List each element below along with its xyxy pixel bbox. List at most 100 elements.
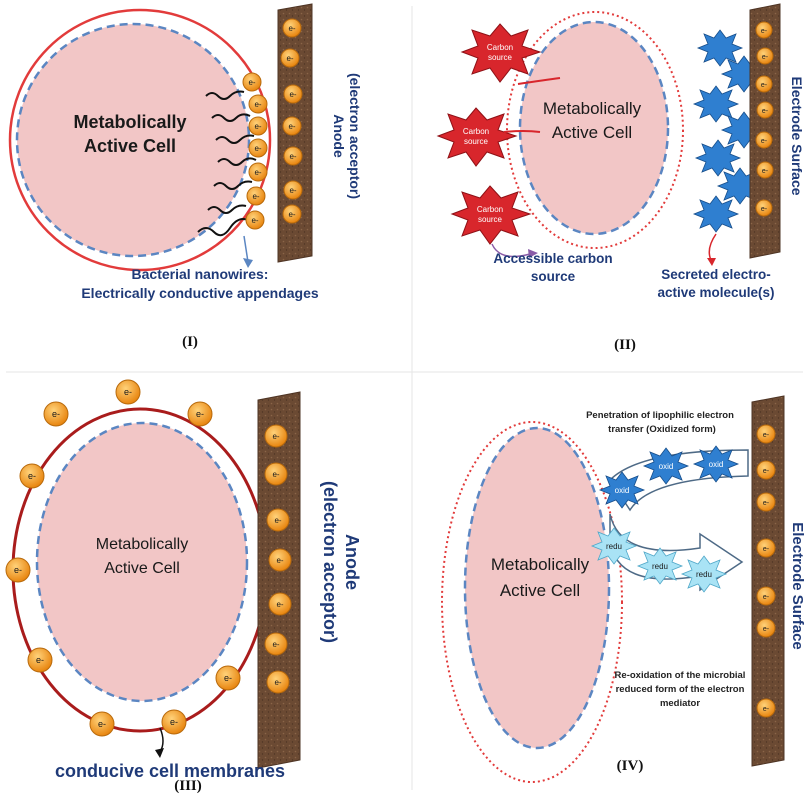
cell-label-line1: Metabolically <box>96 536 188 553</box>
carbon-flow-arrow <box>517 77 561 85</box>
reoxidation-note-line2: reduced form of the electron <box>616 684 745 695</box>
cell-body <box>15 22 251 258</box>
carbon-source-label: Carbon <box>487 43 513 52</box>
electron-label: e- <box>248 78 255 87</box>
panel-shuttle-mediators: Metabolically Active Cell Penetration of… <box>441 395 806 783</box>
nanowire <box>213 180 253 190</box>
oxidized-mediator <box>642 447 690 485</box>
oxidized-mediator <box>598 471 646 509</box>
cell-label-line1: Metabolically <box>543 99 642 118</box>
reoxidation-note-line1: Re-oxidation of the microbial <box>615 670 746 681</box>
panel-numeral: (II) <box>614 337 636 353</box>
cell-label-line2: Active Cell <box>500 581 580 600</box>
electron-label: e- <box>252 192 259 201</box>
electron-label: e- <box>763 594 770 601</box>
cell-label-line2: Active Cell <box>104 560 180 577</box>
carbon-source-label: Carbon <box>463 127 489 136</box>
electron-label: e- <box>289 186 296 195</box>
arrow-head <box>707 258 716 266</box>
carbon-source-star <box>460 23 542 83</box>
redu-label: redu <box>652 562 668 571</box>
electrode-electrons <box>756 424 776 718</box>
carbon-source-star <box>436 107 518 167</box>
electron-label: e- <box>254 168 261 177</box>
cell-label-line2: Active Cell <box>84 136 176 156</box>
carbon-caption-line1: Accessible carbon <box>493 251 612 266</box>
molecule-caption-line2: active molecule(s) <box>657 285 774 300</box>
electron-label: e- <box>288 122 295 131</box>
anode-electrons <box>280 18 303 224</box>
anode-electrode <box>257 391 301 769</box>
cell-outer-membrane <box>8 8 272 272</box>
nanowire <box>211 113 251 122</box>
electrode-electrons <box>755 21 774 217</box>
electron-label: e- <box>272 432 279 441</box>
nanowire-caption-line1: Bacterial nanowires: <box>132 266 269 282</box>
anode-electrons <box>264 424 292 694</box>
electron-label: e- <box>14 565 22 575</box>
electron-label: e- <box>761 138 768 145</box>
oxid-label: oxid <box>615 486 630 495</box>
anode-label: Anode <box>331 114 347 158</box>
electron-label: e- <box>28 471 36 481</box>
electron-label: e- <box>763 626 770 633</box>
cell-outer-membrane <box>441 421 623 783</box>
carbon-pointer-arrow <box>491 243 531 258</box>
nanowire <box>215 134 255 144</box>
electron-label: e- <box>289 152 296 161</box>
cell-body <box>518 20 670 236</box>
cell-outer-membrane <box>506 11 684 249</box>
oxidized-mediator <box>692 445 740 483</box>
electron-label: e- <box>762 168 769 175</box>
panel-numeral: (I) <box>182 334 198 350</box>
arrow-head <box>155 748 164 758</box>
carbon-caption-line2: source <box>531 269 576 284</box>
carbon-flow-arrow <box>503 130 541 133</box>
electron-label: e- <box>254 100 261 109</box>
electron-label: e- <box>289 90 296 99</box>
secreted-molecules <box>692 29 768 233</box>
electron-label: e- <box>761 28 768 35</box>
electron-label: e- <box>52 409 60 419</box>
electroactive-molecule <box>696 29 744 67</box>
oxidized-note-line2: transfer (Oxidized form) <box>608 424 716 435</box>
electron-label: e- <box>274 678 281 687</box>
electron-label: e- <box>274 516 281 525</box>
reduced-mediator <box>636 547 684 585</box>
electrode-surface <box>751 395 785 767</box>
electron-label: e- <box>196 409 204 419</box>
electron-label: e- <box>763 468 770 475</box>
electron-label: e- <box>251 216 258 225</box>
carbon-source-label: Carbon <box>477 205 503 214</box>
electron-label: e- <box>36 655 44 665</box>
reduced-mediator <box>590 527 638 565</box>
electrode-surface-label: Electrode Surface <box>789 522 806 650</box>
electroactive-molecule <box>694 139 742 177</box>
electron-label: e- <box>763 706 770 713</box>
electron-label: e- <box>288 24 295 33</box>
reduced-mediator <box>680 555 728 593</box>
electron-label: e- <box>224 673 232 683</box>
reoxidation-note-line3: mediator <box>660 698 700 709</box>
carbon-source-stars <box>436 23 542 245</box>
electron-label: e- <box>762 108 769 115</box>
cell-label-line1: Metabolically <box>491 555 590 574</box>
panel-nanowires: Metabolically Active Cell e- e- e- e- <box>8 3 363 350</box>
electroactive-molecule <box>692 85 740 123</box>
electron-label: e- <box>762 54 769 61</box>
nanowire <box>205 90 245 100</box>
electron-label: e- <box>288 210 295 219</box>
electron-label: e- <box>124 387 132 397</box>
nanowire <box>217 157 257 166</box>
electron-label: e- <box>170 717 178 727</box>
electron-label: e- <box>276 600 283 609</box>
electrode-surface-label: Electrode Surface <box>789 76 805 195</box>
electron-label: e- <box>254 144 261 153</box>
cell-label-line1: Metabolically <box>73 112 186 132</box>
cell-label-line2: Active Cell <box>552 123 632 142</box>
electron-label: e- <box>272 640 279 649</box>
electron-label: e- <box>763 432 770 439</box>
oxid-label: oxid <box>659 462 674 471</box>
oxid-label: oxid <box>709 460 724 469</box>
